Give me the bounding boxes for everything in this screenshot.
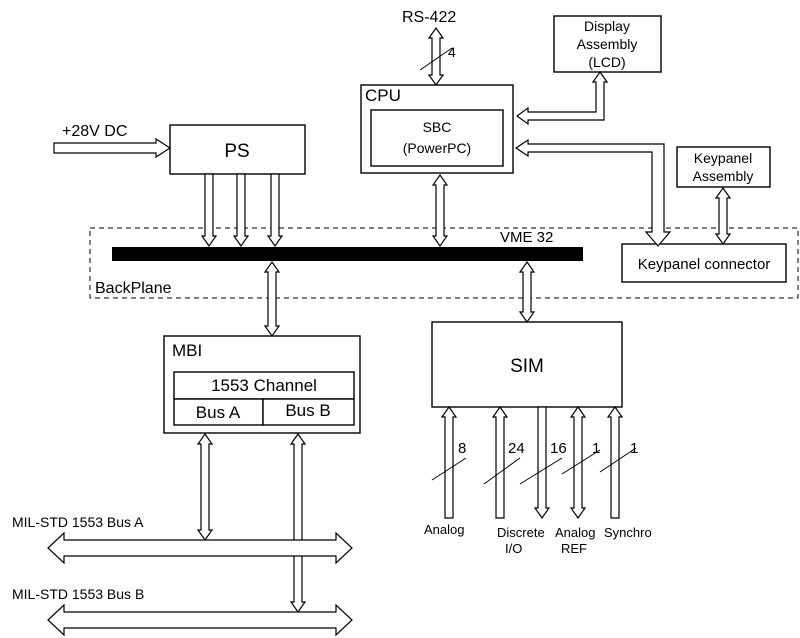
mil-std-bus-a-arrow <box>47 531 353 565</box>
backplane-label: BackPlane <box>95 280 172 297</box>
rs422-width-slash <box>419 47 453 71</box>
sim-signal-name-2: Discrete <box>497 525 545 540</box>
keypanel-connector-label: Keypanel connector <box>638 256 771 273</box>
backplane-sim-arrow <box>518 260 536 324</box>
vme-bus-bar <box>112 247 583 261</box>
keypanel-assembly-line1: Keypanel <box>694 150 752 166</box>
sim-slash-3 <box>519 457 563 485</box>
sim-slash-5 <box>599 447 637 473</box>
sbc-label: SBC <box>423 119 452 135</box>
sim-discrete-arrow <box>491 405 509 519</box>
cpu-keypanel-arrow <box>514 138 672 247</box>
display-assembly-box <box>553 15 662 73</box>
ps-input-label: +28V DC <box>62 123 127 140</box>
display-line2: Assembly <box>577 36 638 52</box>
mil-std-bus-b-arrow <box>47 603 353 637</box>
sim-slash-2 <box>483 457 521 485</box>
keypanel-arrow <box>714 186 732 246</box>
rs422-arrow <box>427 26 445 87</box>
keypanel-connector-box <box>621 243 787 283</box>
bus-a-label: MIL-STD 1553 Bus A <box>12 514 144 530</box>
mbi-bus-a-box <box>173 398 264 426</box>
sim-signal-name-2b: I/O <box>505 541 522 556</box>
sim-signal-width-5: 1 <box>630 440 638 457</box>
sbc-box <box>370 109 504 167</box>
sim-slash-4 <box>561 449 601 475</box>
sim-signal-name-3b: REF <box>561 541 587 556</box>
vme-bus-label: VME 32 <box>500 229 553 246</box>
mbi-label: MBI <box>172 341 202 360</box>
ps-label: PS <box>224 141 249 162</box>
ps-to-backplane-arrow-2 <box>232 173 250 248</box>
sim-signal-name-1: Analog <box>424 522 464 537</box>
mbi-bus-a-label: Bus A <box>196 403 241 422</box>
cpu-label: CPU <box>365 86 401 105</box>
sbc-sublabel: (PowerPC) <box>403 140 471 156</box>
rs422-label: RS-422 <box>402 9 456 26</box>
cpu-backplane-arrow <box>431 173 449 248</box>
sim-signal-width-3: 16 <box>550 440 567 457</box>
keypanel-assembly-line2: Assembly <box>693 168 754 184</box>
display-line1: Display <box>584 18 630 34</box>
mbi-channel-box <box>173 371 355 400</box>
sim-signal-width-4: 1 <box>592 440 600 457</box>
mbi-bus-a-arrow <box>196 432 214 542</box>
mbi-channel-label: 1553 Channel <box>211 376 317 395</box>
display-line3: (LCD) <box>588 54 625 70</box>
mbi-bus-b-box <box>262 398 355 426</box>
sim-label: SIM <box>510 356 544 377</box>
sim-synchro-arrow-1 <box>569 405 587 520</box>
sim-box <box>431 321 623 408</box>
sim-signal-width-2: 24 <box>508 440 525 457</box>
cpu-display-arrow <box>515 70 609 126</box>
ps-to-backplane-arrow-3 <box>266 173 284 248</box>
sim-signal-name-4: Synchro <box>604 525 652 540</box>
sim-signal-width-1: 8 <box>458 440 466 457</box>
sim-signal-name-3: Analog <box>555 525 595 540</box>
connection-arrows <box>47 26 732 637</box>
sim-analog-ref-arrow <box>533 406 551 520</box>
mbi-bus-b-label: Bus B <box>285 401 330 420</box>
power-input-arrow <box>53 137 172 159</box>
keypanel-assembly-box <box>676 146 771 188</box>
sim-analog-arrow <box>440 405 458 519</box>
mbi-bus-b-arrow <box>289 432 307 614</box>
rs422-width-label: 4 <box>448 44 456 60</box>
sim-slash-1 <box>431 457 467 481</box>
backplane-mbi-arrow <box>263 260 281 338</box>
bus-b-label: MIL-STD 1553 Bus B <box>12 586 144 602</box>
ps-to-backplane-arrow-1 <box>200 173 218 248</box>
